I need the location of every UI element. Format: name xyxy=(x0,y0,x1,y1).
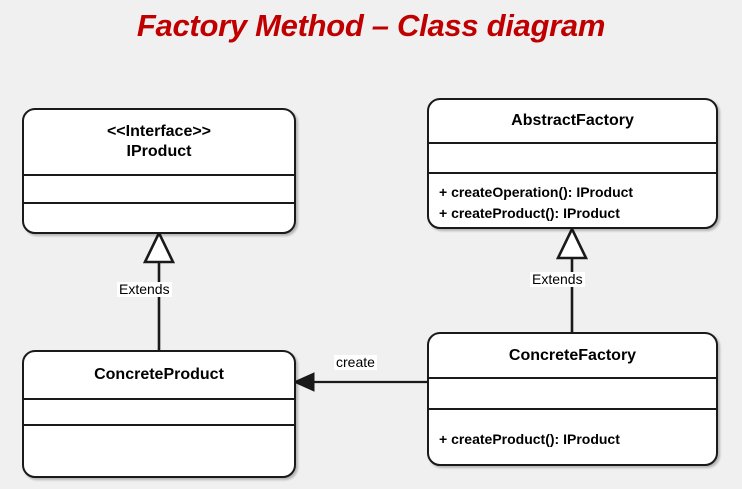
class-name-iproduct: IProduct xyxy=(126,143,192,160)
class-methods-abstractfactory: + createOperation(): IProduct + createPr… xyxy=(429,172,716,227)
class-methods-concretefactory: + createProduct(): IProduct xyxy=(429,408,716,464)
method-row: + createProduct(): IProduct xyxy=(439,204,620,221)
method-row: + createOperation(): IProduct xyxy=(439,184,634,201)
method-row: + createProduct(): IProduct xyxy=(439,430,620,447)
class-attributes-concretefactory xyxy=(429,377,716,408)
class-attributes-abstractfactory xyxy=(429,142,716,172)
class-name-concreteproduct: ConcreteProduct xyxy=(94,366,224,383)
class-header-concretefactory: ConcreteFactory xyxy=(429,334,716,377)
class-header-concreteproduct: ConcreteProduct xyxy=(24,352,294,398)
page-title: Factory Method – Class diagram xyxy=(136,8,606,43)
class-header-abstractfactory: AbstractFactory xyxy=(429,100,716,142)
class-attributes-iproduct xyxy=(24,174,294,202)
class-box-iproduct[interactable]: <<Interface>> IProduct xyxy=(22,108,296,234)
class-box-concreteproduct[interactable]: ConcreteProduct xyxy=(22,350,296,478)
class-name-abstractfactory: AbstractFactory xyxy=(511,112,634,129)
edge-label-extends-product: Extends xyxy=(117,281,172,298)
class-header-iproduct: <<Interface>> IProduct xyxy=(24,110,294,174)
class-box-concretefactory[interactable]: ConcreteFactory + createProduct(): IProd… xyxy=(427,332,718,466)
class-attributes-concreteproduct xyxy=(24,398,294,424)
class-stereotype-iproduct: <<Interface>> xyxy=(106,123,212,140)
edge-label-extends-factory: Extends xyxy=(530,271,585,288)
class-methods-concreteproduct xyxy=(24,424,294,476)
edge-label-create: create xyxy=(334,354,377,371)
dependency-create-arrow xyxy=(292,372,427,392)
class-methods-iproduct xyxy=(24,202,294,232)
class-name-concretefactory: ConcreteFactory xyxy=(508,346,637,364)
class-box-abstractfactory[interactable]: AbstractFactory + createOperation(): IPr… xyxy=(427,98,718,229)
